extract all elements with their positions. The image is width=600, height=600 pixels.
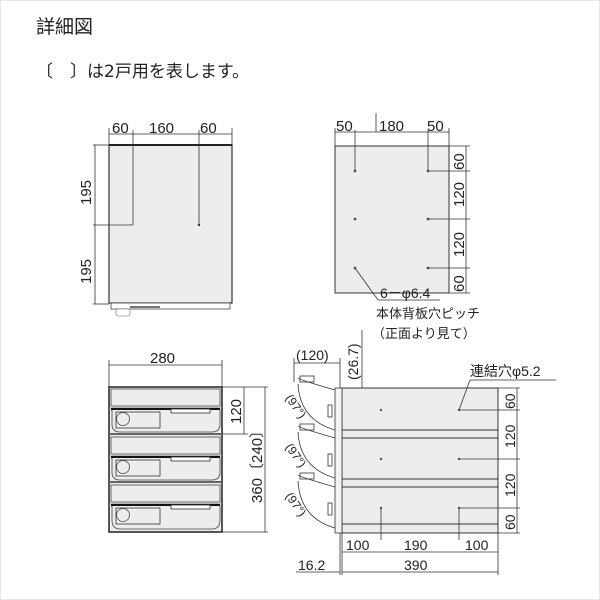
bracket-note: 〔 〕は2戸用を表します。	[36, 62, 250, 82]
front-view-unit-height: 120	[228, 399, 245, 424]
side-dim-b1: 100	[346, 537, 370, 553]
front-view-drawing	[108, 360, 268, 533]
plate-dim-r3: 120	[451, 232, 468, 257]
plate-caption-line2: （正面より見て）	[372, 326, 476, 341]
top-view-dim-center: 160	[149, 120, 174, 137]
side-dim-r3: 120	[502, 473, 518, 497]
top-view-dim-left: 60	[112, 120, 129, 137]
front-view-width: 280	[150, 350, 175, 367]
side-total-depth: 390	[404, 557, 428, 573]
plate-dim-left: 50	[336, 118, 353, 135]
side-dim-r4: 60	[502, 514, 518, 530]
side-dim-r1: 60	[502, 393, 518, 409]
side-dim-r2: 120	[502, 424, 518, 448]
side-view-drawing	[293, 330, 556, 575]
back-plate-drawing	[334, 113, 470, 301]
plate-hole-label: 6－φ6.4	[380, 285, 431, 301]
plate-dim-right: 50	[427, 118, 444, 135]
page-title: 詳細図	[36, 16, 94, 38]
side-link-hole-label: 連結穴φ5.2	[470, 363, 541, 379]
plate-dim-r4: 60	[451, 275, 468, 292]
top-view-drawing	[93, 128, 233, 317]
top-view-dim-right: 60	[200, 120, 217, 137]
top-view-dim-lower: 195	[78, 259, 95, 284]
side-door-angle-1: (97°)	[283, 392, 309, 421]
side-top-offset: (26.7)	[345, 343, 361, 380]
plate-dim-center: 180	[379, 118, 404, 135]
top-view-dim-upper: 195	[78, 180, 95, 205]
side-dim-b2: 190	[404, 537, 428, 553]
side-door-angle-3: (97°)	[283, 490, 309, 519]
side-door-angle-2: (97°)	[283, 441, 309, 470]
front-view-total-height: 360〔240〕	[249, 423, 266, 503]
side-door-thickness: 16.2	[298, 557, 325, 573]
side-door-open-width: (120)	[296, 347, 329, 363]
plate-dim-r1: 60	[451, 153, 468, 170]
plate-dim-r2: 120	[451, 182, 468, 207]
side-dim-b3: 100	[465, 537, 489, 553]
plate-caption-line1: 本体背板穴ピッチ	[376, 306, 480, 321]
